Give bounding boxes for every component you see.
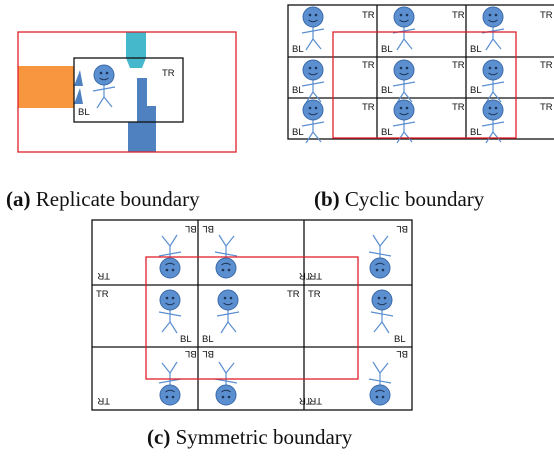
- stick-figure-icon: [92, 64, 116, 109]
- label-bl: BL: [78, 107, 90, 118]
- label-tr: TR: [540, 102, 553, 113]
- label-bl: BL: [292, 44, 304, 55]
- stick-figure-icon: [214, 361, 238, 406]
- panel-b: TR TR TR BL BL BL TR TR TR BL BL BL TR T…: [287, 4, 554, 144]
- label-bl: BL: [470, 44, 482, 55]
- label-bl: BL: [180, 334, 192, 345]
- stick-figure-icon: [216, 289, 240, 334]
- stick-figure-icon: [481, 99, 505, 144]
- padded-frame: [332, 31, 517, 139]
- label-tr: TR: [309, 395, 322, 406]
- edge-triangle-top: [74, 70, 83, 86]
- stick-figure-icon: [392, 6, 416, 51]
- caption-text: Symmetric boundary: [175, 425, 353, 449]
- label-bl: BL: [470, 127, 482, 138]
- caption-text: Replicate boundary: [35, 187, 200, 211]
- label-tr: TR: [287, 289, 300, 300]
- label-bl: BL: [185, 348, 197, 359]
- stick-figure-icon: [481, 6, 505, 51]
- padded-frame: [17, 31, 237, 153]
- grid-outer: [91, 219, 413, 411]
- label-bl: BL: [381, 127, 393, 138]
- label-tr: TR: [309, 270, 322, 281]
- label-tr: TR: [97, 270, 110, 281]
- caption-tag: (c): [147, 425, 171, 449]
- caption-tag: (b): [314, 187, 340, 211]
- label-bl: BL: [202, 223, 214, 234]
- panel-c: BL BL BL TR TR TR TR TR TR BL BL BL BL B…: [91, 219, 413, 411]
- stick-figure-icon: [158, 289, 182, 334]
- cyan-shape-tip: [126, 58, 146, 68]
- stick-figure-icon: [368, 361, 392, 406]
- stick-figure-icon: [301, 59, 325, 104]
- label-bl: BL: [394, 334, 406, 345]
- padded-frame: [145, 256, 359, 380]
- replicated-cyan-strip: [126, 32, 146, 58]
- label-bl: BL: [396, 223, 408, 234]
- caption-c: (c) Symmetric boundary: [147, 425, 352, 450]
- edge-triangle-bottom: [74, 88, 83, 104]
- blue-shape-inside: [137, 78, 147, 122]
- image-region: [73, 57, 184, 123]
- caption-b: (b) Cyclic boundary: [314, 187, 484, 212]
- label-tr: TR: [362, 102, 375, 113]
- label-bl: BL: [292, 127, 304, 138]
- label-bl: BL: [185, 223, 197, 234]
- label-tr: TR: [452, 10, 465, 21]
- label-tr: TR: [540, 60, 553, 71]
- label-tr: TR: [362, 60, 375, 71]
- blue-shape-base: [137, 106, 156, 122]
- grid-outer: [287, 4, 554, 140]
- stick-figure-icon: [368, 234, 392, 279]
- stick-figure-icon: [481, 59, 505, 104]
- label-tr: TR: [96, 289, 109, 300]
- replicated-orange-strip: [18, 66, 74, 108]
- label-bl: BL: [470, 85, 482, 96]
- label-tr: TR: [452, 60, 465, 71]
- label-bl: BL: [202, 334, 214, 345]
- stick-figure-icon: [370, 289, 394, 334]
- label-tr: TR: [97, 395, 110, 406]
- panel-a: TR BL: [17, 31, 237, 153]
- label-tr: TR: [162, 68, 175, 79]
- label-tr: TR: [452, 102, 465, 113]
- label-tr: TR: [362, 10, 375, 21]
- label-bl: BL: [292, 85, 304, 96]
- stick-figure-icon: [301, 6, 325, 51]
- stick-figure-icon: [392, 99, 416, 144]
- caption-a: (a) Replicate boundary: [6, 187, 200, 212]
- label-bl: BL: [381, 44, 393, 55]
- caption-text: Cyclic boundary: [344, 187, 485, 211]
- label-tr: TR: [299, 395, 312, 406]
- label-bl: BL: [396, 348, 408, 359]
- label-tr: TR: [299, 270, 312, 281]
- replicated-blue-strip: [128, 122, 156, 152]
- label-bl: BL: [202, 348, 214, 359]
- stick-figure-icon: [301, 99, 325, 144]
- label-tr: TR: [540, 10, 553, 21]
- stick-figure-icon: [158, 361, 182, 406]
- stick-figure-icon: [392, 59, 416, 104]
- caption-tag: (a): [6, 187, 31, 211]
- label-bl: BL: [381, 85, 393, 96]
- label-tr: TR: [308, 289, 321, 300]
